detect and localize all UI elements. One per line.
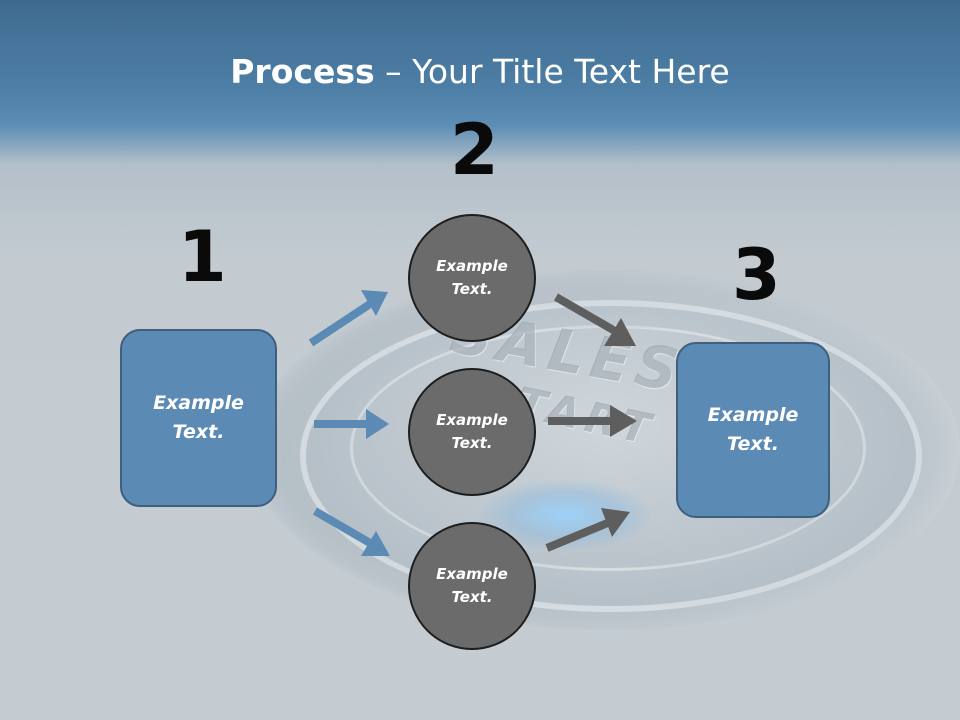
left-box-line1: Example [153,392,244,414]
circle-bottom-text: Example Text. [436,563,508,609]
circle-top-line2: Text. [451,280,493,298]
title-rest: – Your Title Text Here [374,52,730,91]
step-number-2: 2 [450,109,499,191]
circle-top-text: Example Text. [436,255,508,301]
left-box-text: Example Text. [153,389,244,447]
circle-bottom-line1: Example [436,565,508,583]
left-process-box: Example Text. [120,329,277,507]
arrow-bottom-to-right-icon [545,508,630,552]
circle-middle-line2: Text. [451,434,493,452]
step-number-3: 3 [732,234,781,316]
circle-top: Example Text. [408,214,536,342]
left-box-line2: Text. [172,421,225,443]
circle-bottom-line2: Text. [451,588,493,606]
circle-middle-text: Example Text. [436,409,508,455]
right-box-line2: Text. [727,433,779,455]
arrow-middle-to-right-icon [548,405,637,437]
arrow-left-to-middle-icon [314,409,389,439]
circle-middle: Example Text. [408,368,536,496]
circle-middle-line1: Example [436,411,508,429]
arrow-top-to-right-icon [554,293,636,346]
right-box-text: Example Text. [708,401,799,459]
circle-top-line1: Example [436,257,508,275]
arrow-left-to-bottom-icon [312,507,390,556]
circle-bottom: Example Text. [408,522,536,650]
right-box-line1: Example [707,404,799,426]
arrow-left-to-top-icon [308,290,388,347]
title-bold: Process [230,52,375,91]
right-process-box: Example Text. [676,342,830,518]
step-number-1: 1 [178,216,227,298]
slide-title: Process – Your Title Text Here [0,52,960,91]
